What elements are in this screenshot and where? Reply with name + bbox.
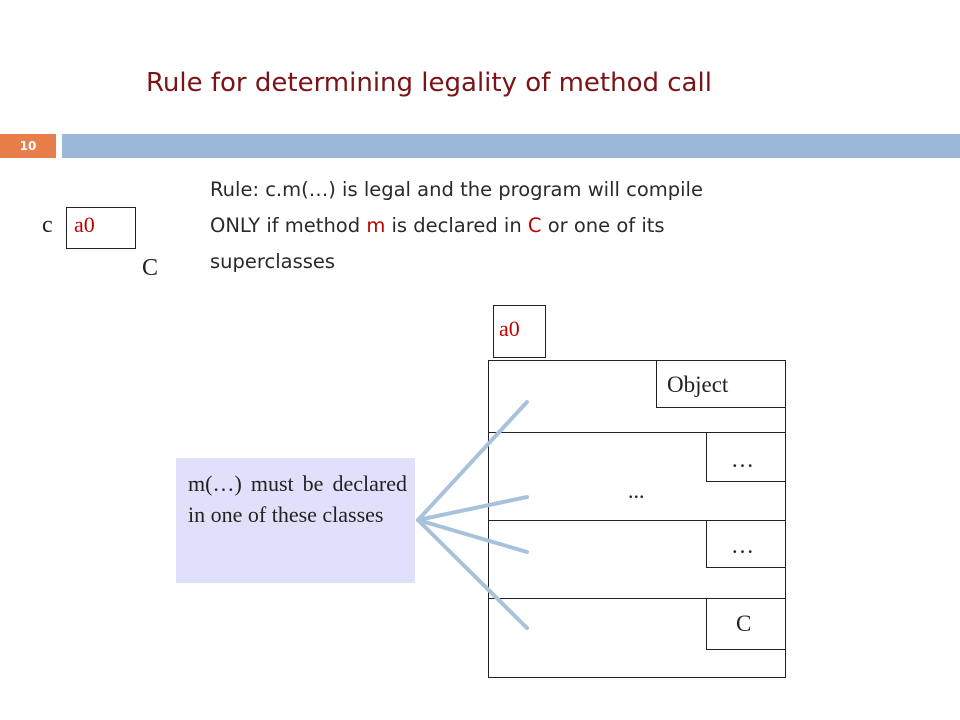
header-bar	[62, 134, 960, 158]
variable-value: a0	[74, 212, 95, 237]
variable-name: c	[42, 212, 53, 238]
note-box: m(…) must be declared in one of these cl…	[176, 458, 415, 583]
object-name-box: a0	[493, 305, 546, 358]
partition-divider	[488, 520, 786, 521]
partition-label-ellipsis-1: …	[706, 432, 786, 482]
partition-label-c: C	[706, 598, 786, 650]
partition-divider	[488, 432, 786, 433]
partition-divider	[488, 598, 786, 599]
variable-type: C	[142, 255, 159, 281]
partition-label-ellipsis-2: …	[706, 520, 786, 568]
rule-line-3: superclasses	[210, 250, 336, 273]
variable-box: a0	[66, 207, 136, 249]
rule-line-2: ONLY if method m is declared in C or one…	[210, 214, 665, 237]
rule-class-name: C	[527, 214, 542, 237]
partition-label-object: Object	[656, 360, 786, 408]
rule-text: Rule: c.m(…) is legal and the program wi…	[210, 172, 870, 280]
slide-number: 10	[0, 134, 56, 158]
rule-method-name: m	[366, 214, 386, 237]
note-text: m(…) must be declared in one of these cl…	[188, 471, 407, 527]
partition-middle-ellipsis: ...	[628, 478, 645, 503]
slide-title: Rule for determining legality of method …	[146, 68, 712, 98]
rule-line-1: Rule: c.m(…) is legal and the program wi…	[210, 178, 703, 201]
object-name: a0	[499, 316, 520, 341]
